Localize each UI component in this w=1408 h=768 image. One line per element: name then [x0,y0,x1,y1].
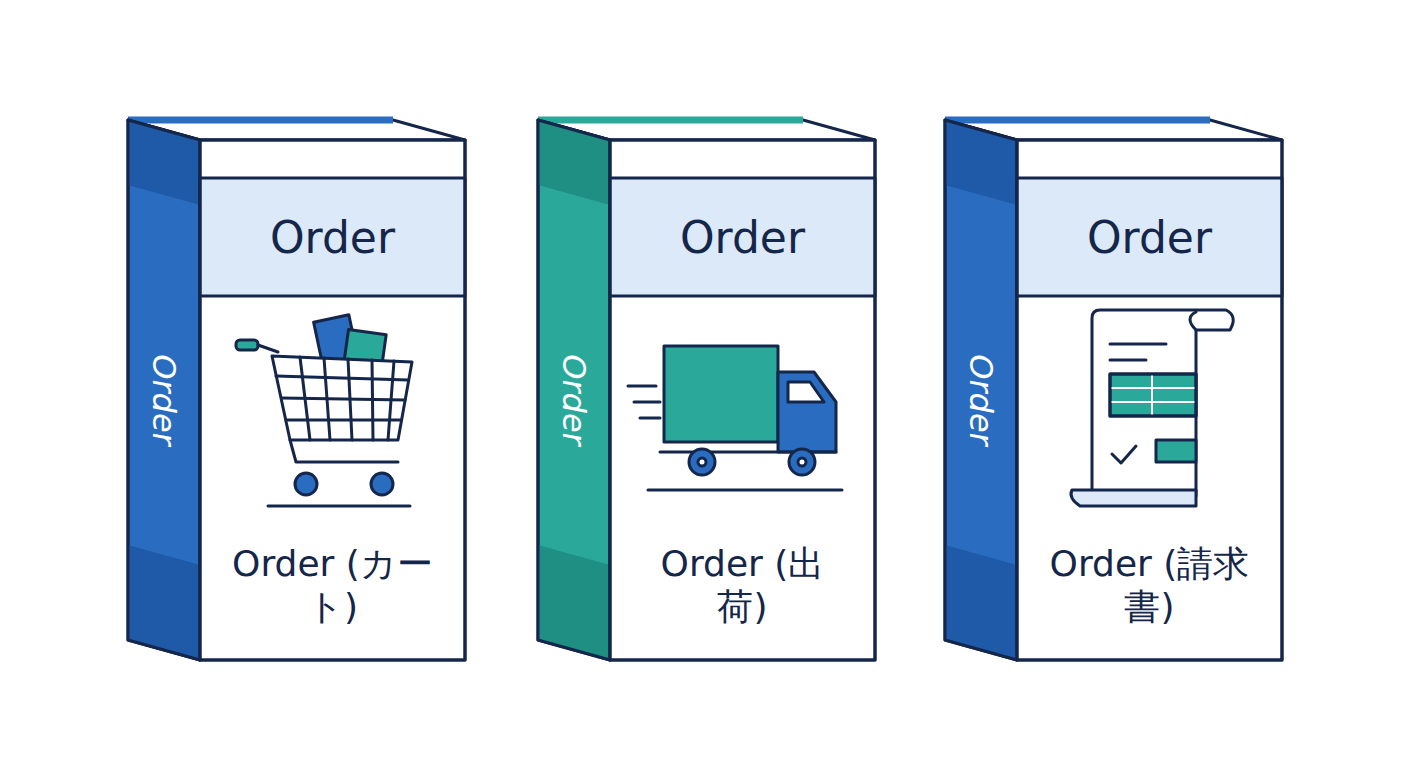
book-shape [128,120,465,660]
spine-title: Order [145,354,183,446]
cart-icon [236,315,412,506]
cover-title: Order [208,180,457,294]
cover-subtitle: Order (カート) [232,520,433,650]
cover-subtitle: Order (出荷) [642,520,843,650]
invoice-icon [1071,310,1233,506]
cover-subtitle: Order (請求書) [1049,520,1250,650]
truck-icon [628,346,842,490]
cover-title: Order [618,180,867,294]
cover-title: Order [1025,180,1274,294]
book-node: OrderOrderOrder (カート) [128,120,465,660]
spine-title: Order [555,354,593,446]
book-shape [538,120,875,660]
spine-title: Order [962,354,1000,446]
book-shape [945,120,1282,660]
book-node: OrderOrderOrder (出荷) [538,120,875,660]
book-node: OrderOrderOrder (請求書) [945,120,1282,660]
